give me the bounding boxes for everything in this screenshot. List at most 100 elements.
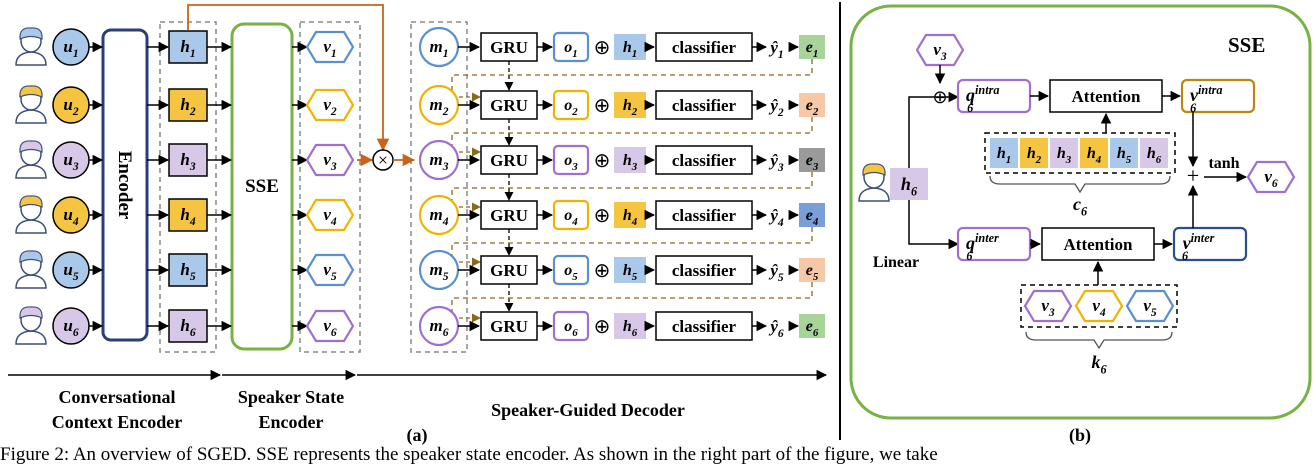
speaker-avatar-icon: [858, 163, 890, 202]
prediction-label: ŷ2: [768, 96, 784, 119]
emotion-feedback-path: [451, 59, 813, 91]
h6-label: h6: [901, 174, 918, 198]
c6-hidden-box: [1110, 138, 1138, 168]
c6-hidden-box: [1080, 138, 1108, 168]
gru-box: [480, 90, 538, 120]
classifier-box: [655, 90, 753, 120]
prediction-label: ŷ1: [768, 38, 783, 61]
memory-group-box: [410, 21, 468, 353]
person-hair: [862, 163, 886, 176]
emotion-box: [799, 314, 825, 338]
memory-label: m6: [429, 316, 448, 339]
speaker-avatar-icon: [15, 306, 47, 345]
person-body: [15, 109, 47, 124]
speaker-state-label: v3: [323, 150, 337, 173]
prediction-label: ŷ4: [768, 206, 784, 229]
person-body: [15, 330, 47, 345]
classifier-label: classifier: [672, 151, 737, 170]
person-hair: [19, 250, 43, 263]
k6-state-hexagon: [1023, 289, 1073, 323]
classifier-label: classifier: [672, 317, 737, 336]
encoder-label: Encoder: [114, 151, 135, 220]
gru-label: GRU: [490, 317, 528, 336]
output-box: [552, 199, 590, 231]
speaker-state-hexagon: [305, 30, 355, 64]
output-label: o2: [564, 97, 578, 118]
emotion-label: e1: [806, 39, 819, 60]
decoder-hidden-box: [614, 92, 646, 118]
gru-box: [480, 200, 538, 230]
speaker-state-label: v1: [323, 37, 336, 60]
emotion-feedback-path: [451, 117, 813, 146]
decoder-hidden-label: h5: [623, 262, 638, 283]
hidden-state-box: [168, 198, 208, 232]
c6-label: c6: [1073, 194, 1088, 218]
output-label: o5: [564, 262, 578, 283]
utterance-label: u3: [63, 150, 78, 173]
speaker-state-hexagon: [305, 88, 355, 122]
v3-label: v3: [933, 40, 947, 63]
decoder-hidden-box: [614, 202, 646, 228]
gru-box: [480, 311, 538, 341]
hidden-state-label: h6: [180, 316, 195, 339]
decoder-hidden-label: h6: [623, 318, 638, 339]
output-label: o1: [564, 39, 577, 60]
v6-hexagon: [1246, 160, 1296, 194]
person-body: [15, 164, 47, 179]
v3-hexagon: [915, 33, 965, 67]
output-box: [552, 31, 590, 63]
prediction-label: ŷ3: [768, 151, 784, 174]
speaker-avatar-icon: [15, 195, 47, 234]
person-hair: [19, 85, 43, 98]
emotion-feedback-path: [451, 282, 813, 312]
concat-symbol: ⊕: [594, 316, 611, 338]
decoder-hidden-box: [614, 313, 646, 339]
decoder-hidden-label: h1: [623, 39, 637, 60]
decoder-hidden-box: [614, 34, 646, 60]
c6-hidden-box: [990, 138, 1018, 168]
section-conversational-line1: Conversational: [59, 387, 176, 407]
v-inter-box: [1172, 226, 1248, 262]
concat-symbol: ⊕: [594, 95, 611, 117]
attention-intra-box: [1049, 79, 1163, 113]
emotion-box: [799, 203, 825, 227]
classifier-box: [655, 32, 753, 62]
utterance-label: u6: [63, 316, 78, 339]
c6-group-box: [984, 132, 1176, 174]
emotion-box: [799, 258, 825, 282]
emotion-label: e4: [806, 207, 819, 228]
k6-state-hexagon: [1125, 289, 1175, 323]
section-decoder: Speaker-Guided Decoder: [491, 400, 685, 420]
person-hair: [19, 140, 43, 153]
linear-label: Linear: [873, 254, 919, 271]
hidden-skip-connection: [187, 4, 390, 152]
attention-inter-box: [1041, 227, 1155, 261]
speaker-state-label: v2: [323, 95, 337, 118]
emotion-feedback-path: [451, 227, 813, 256]
gru-label: GRU: [490, 38, 528, 57]
state-group-box: [299, 21, 361, 353]
c6-hidden-box: [1140, 138, 1168, 168]
gru-label: GRU: [490, 96, 528, 115]
emotion-label: e5: [806, 262, 819, 283]
person-hair: [19, 306, 43, 319]
attention-inter-label: Attention: [1064, 235, 1133, 254]
concat-symbol: ⊕: [594, 150, 611, 172]
emotion-box: [799, 93, 825, 117]
classifier-label: classifier: [672, 38, 737, 57]
speaker-state-label: v5: [323, 260, 337, 283]
hidden-state-label: h4: [180, 205, 195, 228]
v6-label: v6: [1264, 167, 1278, 190]
concat-symbol: ⊕: [594, 260, 611, 282]
emotion-box: [799, 35, 825, 59]
concat-symbol: ⊕: [594, 205, 611, 227]
c6-hidden-label: h2: [1027, 145, 1042, 166]
hidden-state-box: [168, 30, 208, 64]
output-box: [552, 310, 590, 342]
